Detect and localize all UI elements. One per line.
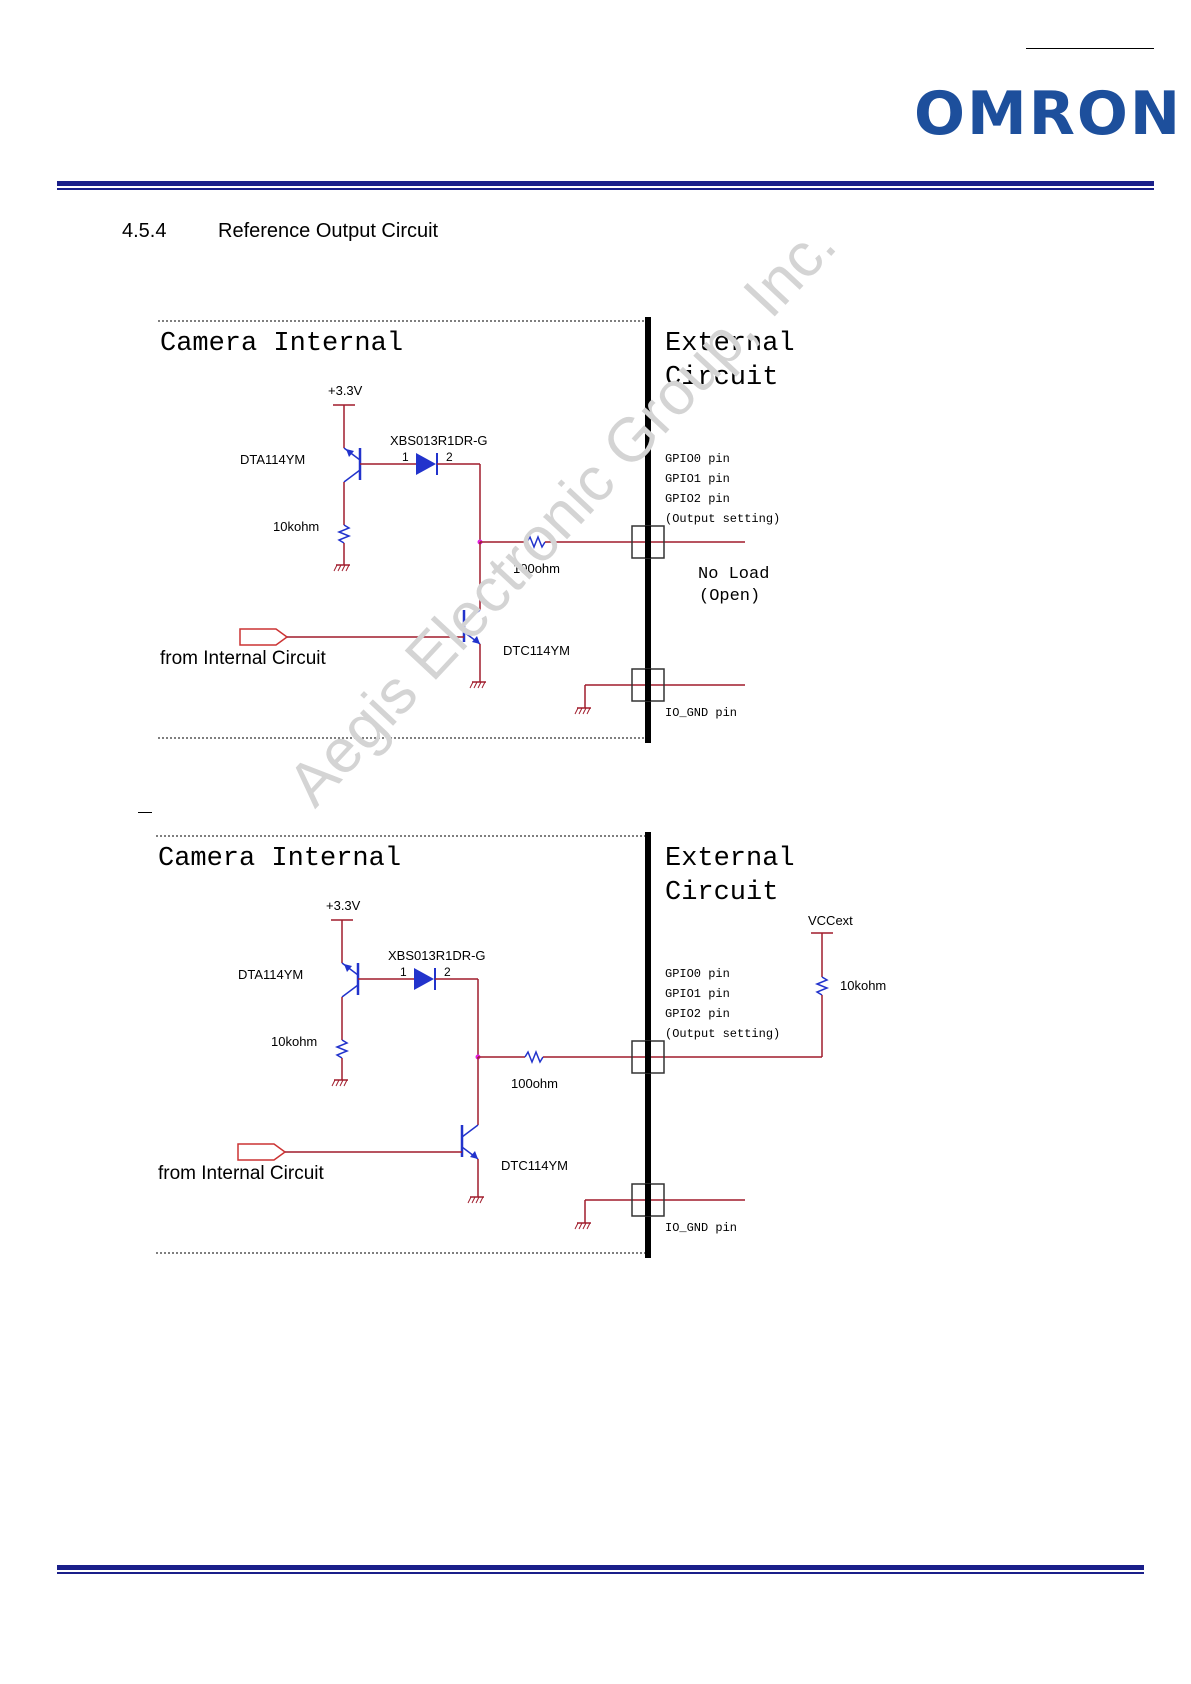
gpio1-label: GPIO1 pin [665,472,730,486]
omron-logo: OMRON [914,79,1183,149]
base-resistor-symbol [334,1039,350,1059]
gpio2-label: GPIO2 pin [665,492,730,506]
output-setting-label: (Output setting) [665,1027,780,1041]
series-resistor-symbol [524,1049,544,1065]
pullup-resistor-symbol [814,976,830,996]
header-short-line [1026,48,1154,49]
series-resistor-label: 100ohm [513,561,560,576]
io-gnd-pin-label: IO_GND pin [665,706,737,720]
ground-symbol [574,1222,591,1230]
series-resistor-symbol [526,534,546,550]
diode-label: XBS013R1DR-G [390,433,488,448]
gpio1-label: GPIO1 pin [665,987,730,1001]
output-circuit-diagram-pullup: Camera Internal External Circuit +3.3V D… [156,832,886,1258]
npn-transistor-symbol [462,609,481,645]
npn-transistor-symbol [460,1124,479,1160]
ground-symbol [467,1196,484,1204]
ground-symbol [469,681,486,689]
ground-symbol [574,707,591,715]
pnp-transistor-label: DTA114YM [238,967,303,982]
output-circuit-diagram-no-load: Camera Internal External Circuit +3.3V D… [158,317,795,743]
supply-label: +3.3V [328,383,363,398]
pnp-transistor-label: DTA114YM [240,452,305,467]
pnp-transistor-symbol [343,447,362,483]
section-number: 4.5.4 [122,220,167,242]
diode-pin1: 1 [402,450,409,464]
camera-internal-label: Camera Internal [158,844,401,874]
output-setting-label: (Output setting) [665,512,780,526]
diode-label: XBS013R1DR-G [388,948,486,963]
input-label: from Internal Circuit [158,1163,324,1184]
input-label: from Internal Circuit [160,648,326,669]
input-connector-symbol [237,1143,287,1161]
io-gnd-pin-label: IO_GND pin [665,1221,737,1235]
input-connector-symbol [239,628,289,646]
open-label: (Open) [699,587,760,606]
external-label: External [665,329,795,359]
gpio0-label: GPIO0 pin [665,967,730,981]
supply-label: +3.3V [326,898,361,913]
ground-symbol [331,1079,348,1087]
base-resistor-label: 10kohm [271,1034,317,1049]
vcc-ext-label: VCCext [808,913,853,928]
gpio0-label: GPIO0 pin [665,452,730,466]
npn-transistor-label: DTC114YM [501,1158,568,1173]
circuit-label: Circuit [665,878,778,908]
diode-pin2: 2 [444,965,451,979]
base-resistor-label: 10kohm [273,519,319,534]
base-resistor-symbol [336,524,352,544]
diode-symbol [414,968,436,990]
pnp-transistor-symbol [341,962,360,998]
separator-mark [138,812,152,813]
no-load-label: No Load [698,565,769,584]
series-resistor-label: 100ohm [511,1076,558,1091]
ground-symbol [333,564,350,572]
section-title: Reference Output Circuit [218,220,439,242]
pullup-resistor-label: 10kohm [840,978,886,993]
circuit-label: Circuit [665,363,778,393]
diode-symbol [416,453,438,475]
npn-transistor-label: DTC114YM [503,643,570,658]
diode-pin1: 1 [400,965,407,979]
camera-internal-label: Camera Internal [160,329,403,359]
header-rule [57,181,1154,190]
footer-rule [57,1565,1144,1574]
gpio2-label: GPIO2 pin [665,1007,730,1021]
diode-pin2: 2 [446,450,453,464]
external-label: External [665,844,795,874]
